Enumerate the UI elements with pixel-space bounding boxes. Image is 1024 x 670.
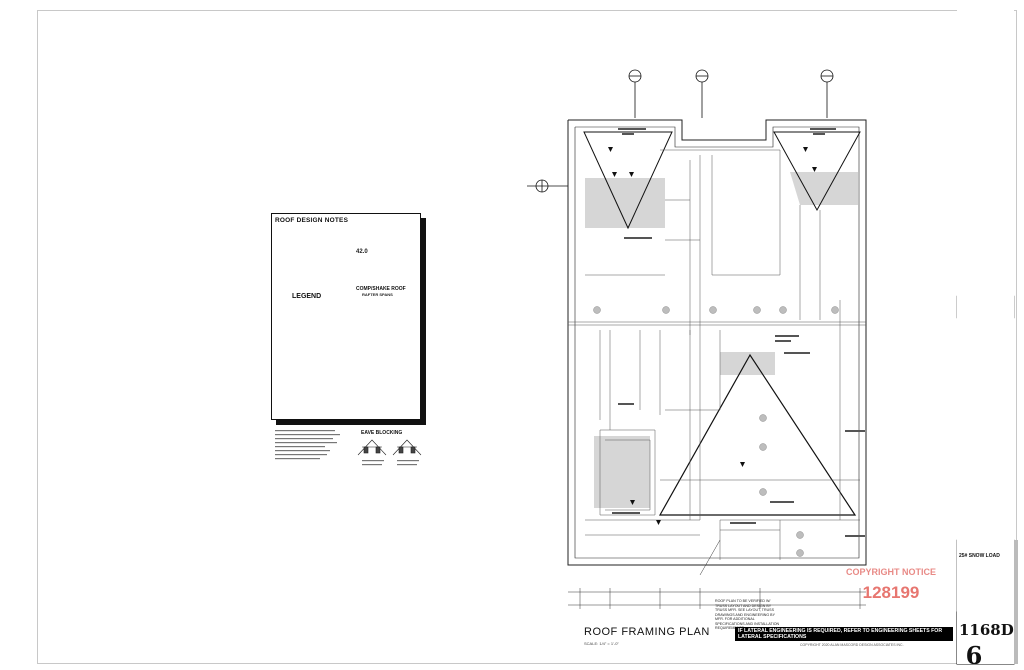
lateral-engineering-note: IF LATERAL ENGINEERING IS REQUIRED, REFE… bbox=[735, 627, 953, 641]
copyright-title: COPYRIGHT NOTICE bbox=[845, 567, 936, 577]
copyright-fine-print: ​ bbox=[843, 577, 939, 581]
title-block: Mascord COLLECTION 25# SNOW LOAD 1168D 6 bbox=[957, 10, 1014, 670]
dimension-lines bbox=[568, 539, 866, 609]
post-markers bbox=[593, 306, 839, 557]
plan-number: 1168D bbox=[959, 621, 1014, 639]
direction-arrows bbox=[608, 147, 817, 525]
notes-title: ROOF DESIGN NOTES bbox=[275, 217, 349, 224]
roof-design-notes: ROOF DESIGN NOTES LEGEND COMP/SHAKE ROOF… bbox=[271, 213, 421, 420]
legend-title: LEGEND bbox=[292, 293, 322, 300]
plan-scale: SCALE: 1/4" = 1'-0" bbox=[584, 641, 619, 646]
snow-load-label: 25# SNOW LOAD bbox=[959, 553, 1000, 559]
plan-annotations bbox=[612, 128, 865, 537]
roof-load-value: 42.0 bbox=[356, 249, 368, 255]
gable-triangles bbox=[583, 131, 861, 516]
compshake-title: COMP/SHAKE ROOF bbox=[356, 286, 406, 292]
sheet-number: 6 bbox=[965, 641, 983, 670]
license-number: 128199 bbox=[862, 583, 920, 602]
mascord-logo: Mascord bbox=[963, 81, 998, 210]
framing-lines bbox=[568, 149, 866, 560]
eave-title: EAVE BLOCKING bbox=[361, 430, 403, 436]
eave-blocking-detail: EAVE BLOCKING bbox=[271, 425, 421, 485]
eave-details bbox=[357, 439, 422, 456]
plan-title: ROOF FRAMING PLAN bbox=[584, 626, 710, 638]
rafter-spans-label: RAFTER SPANS bbox=[362, 292, 393, 297]
eave-notes bbox=[275, 430, 419, 466]
drawing-sheet bbox=[37, 10, 1017, 664]
section-markers bbox=[527, 69, 834, 193]
collection-label: COLLECTION bbox=[995, 91, 1001, 150]
copyright-notice: COPYRIGHT NOTICE ​ 128199 bbox=[843, 567, 939, 603]
building-outline bbox=[567, 119, 867, 566]
roof-plan-note: ROOF PLAN TO BE VERIFIED W/ TRUSS LAYOUT… bbox=[715, 599, 780, 630]
footer-copyright: COPYRIGHT 2020 ALAN MASCORD DESIGN ASSOC… bbox=[800, 643, 904, 647]
